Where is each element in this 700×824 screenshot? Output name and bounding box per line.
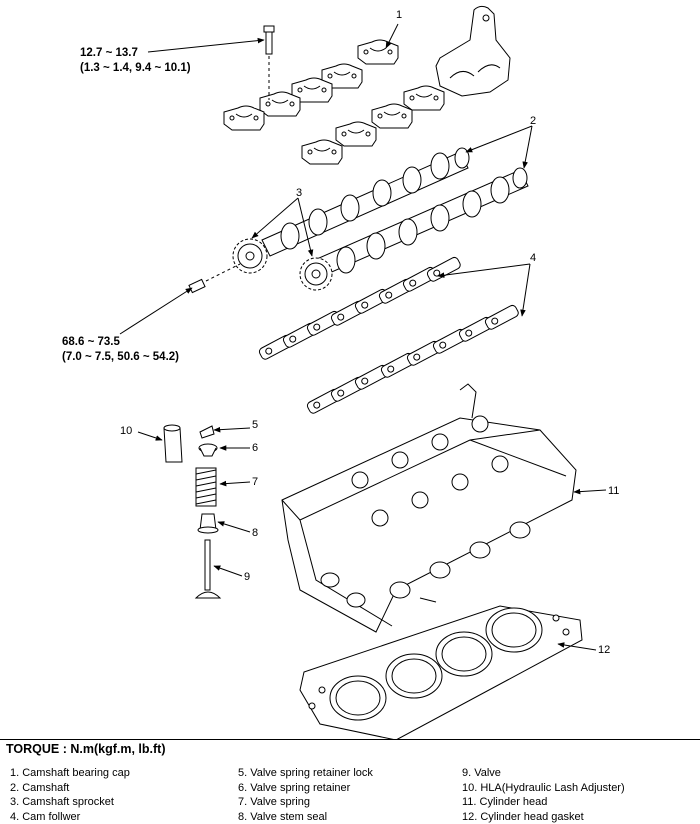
- sprocket-bolt: [189, 264, 240, 293]
- cap-bolt-torque-line1: 12.7 ~ 13.7: [80, 47, 138, 59]
- cylinder-head-gasket: [300, 606, 582, 740]
- parts-legend: 1. Camshaft bearing cap 2. Camshaft 3. C…: [10, 766, 700, 823]
- valve-train-parts: [164, 425, 220, 598]
- callout-12: 12: [598, 644, 610, 656]
- sprocket-bolt-torque-line2: (7.0 ~ 7.5, 50.6 ~ 54.2): [62, 351, 179, 363]
- exploded-view-diagram: 12.7 ~ 13.7 (1.3 ~ 1.4, 9.4 ~ 10.1) 68.6…: [0, 0, 700, 740]
- legend-item: 4. Cam follwer: [10, 810, 130, 824]
- bearing-cap-bolt: [264, 26, 274, 100]
- callout-6: 6: [252, 442, 258, 454]
- callout-2: 2: [530, 115, 536, 127]
- callout-4: 4: [530, 252, 536, 264]
- callout-8: 8: [252, 527, 258, 539]
- cylinder-head: [282, 384, 576, 632]
- legend-item: 7. Valve spring: [238, 795, 373, 810]
- callout-1: 1: [396, 9, 402, 21]
- legend-item: 12. Cylinder head gasket: [462, 810, 625, 824]
- torque-unit-heading: TORQUE : N.m(kgf.m, lb.ft): [6, 742, 166, 756]
- divider: [0, 739, 700, 740]
- legend-item: 1. Camshaft bearing cap: [10, 766, 130, 781]
- legend-item: 2. Camshaft: [10, 781, 130, 796]
- legend-item: 9. Valve: [462, 766, 625, 781]
- legend-item: 11. Cylinder head: [462, 795, 625, 810]
- legend-column-1: 1. Camshaft bearing cap 2. Camshaft 3. C…: [10, 766, 130, 824]
- legend-column-2: 5. Valve spring retainer lock 6. Valve s…: [238, 766, 373, 824]
- callout-10: 10: [120, 425, 132, 437]
- legend-item: 3. Camshaft sprocket: [10, 795, 130, 810]
- callout-11: 11: [608, 485, 619, 497]
- legend-item: 10. HLA(Hydraulic Lash Adjuster): [462, 781, 625, 796]
- callout-7: 7: [252, 476, 258, 488]
- legend-item: 5. Valve spring retainer lock: [238, 766, 373, 781]
- legend-column-3: 9. Valve 10. HLA(Hydraulic Lash Adjuster…: [462, 766, 625, 824]
- cam-followers: [258, 256, 520, 415]
- sprocket-bolt-torque-line1: 68.6 ~ 73.5: [62, 336, 120, 348]
- legend-item: 6. Valve spring retainer: [238, 781, 373, 796]
- cap-bolt-torque-line2: (1.3 ~ 1.4, 9.4 ~ 10.1): [80, 62, 191, 74]
- callout-3: 3: [296, 187, 302, 199]
- legend-item: 8. Valve stem seal: [238, 810, 373, 824]
- callout-5: 5: [252, 419, 258, 431]
- callout-9: 9: [244, 571, 250, 583]
